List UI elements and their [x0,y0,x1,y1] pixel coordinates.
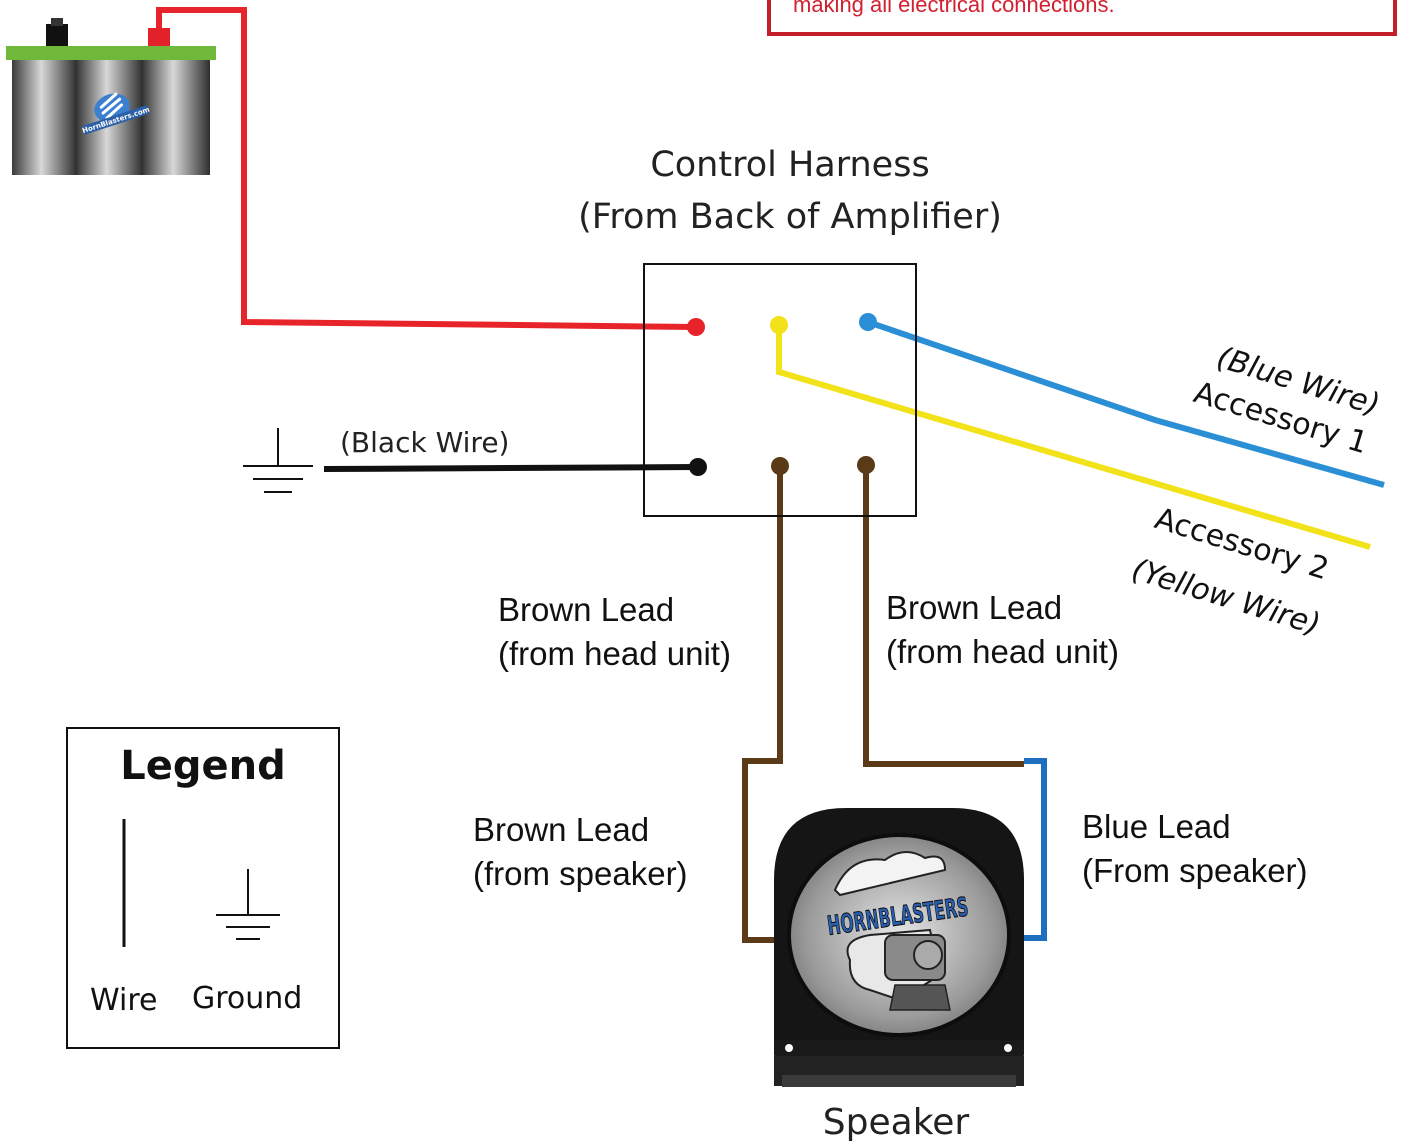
black-wire [323,464,699,472]
brown-lead-left [742,465,783,943]
legend-ground-icon [216,869,280,940]
legend-ground-label: Ground [192,981,303,1016]
brown-lead-head-left-line2: (from head unit) [498,635,731,672]
brown-lead-speaker-line2: (from speaker) [473,855,688,892]
speaker-mount-edge [782,1075,1016,1087]
battery-negative-cap [51,18,63,26]
black-wire-label: (Black Wire) [340,426,509,459]
brown-lead-head-right-line1: Brown Lead [886,589,1063,626]
harness-title-line2: (From Back of Amplifier) [578,197,1002,237]
warning-note: making all electrical connections. [767,0,1397,36]
speaker: HORNBLASTERS [774,808,1024,1087]
legend-title: Legend [120,743,286,789]
red-wire [156,7,697,330]
harness-pin-red [687,318,705,336]
yellow-wire [776,326,1371,550]
harness-pin-brown-left [771,457,789,475]
brown-lead-head-right-label: Brown Lead (from head unit) [886,586,1119,674]
brown-lead-speaker-label: Brown Lead (from speaker) [473,808,688,896]
harness-pin-black [689,458,707,476]
harness-pin-yellow [770,316,788,334]
battery-negative-terminal [46,24,68,48]
brown-lead-right [863,465,1024,767]
speaker-screw-right [1004,1044,1012,1052]
blue-wire [867,319,1385,488]
battery-cell-1 [12,60,77,175]
battery-lid [6,46,216,60]
battery-positive-terminal [148,28,170,48]
legend-wire-label: Wire [90,983,158,1018]
brown-lead-head-left-label: Brown Lead (from head unit) [498,588,731,676]
legend-symbols [122,819,280,947]
brown-lead-head-left-line1: Brown Lead [498,591,675,628]
speaker-screw-left [785,1044,793,1052]
speaker-label: Speaker [823,1102,970,1141]
brown-lead-speaker-line1: Brown Lead [473,811,650,848]
battery: HornBlasters.com [6,18,216,175]
harness-pin-brown-right [857,456,875,474]
harness-pin-blue [859,313,877,331]
legend: Legend Wire Ground [66,727,340,1049]
blue-lead-speaker-line2: (From speaker) [1082,852,1308,889]
battery-cell-3 [143,60,210,175]
harness-title-line1: Control Harness [650,145,929,185]
blue-lead-speaker-line1: Blue Lead [1082,808,1231,845]
control-harness-box [643,263,917,517]
ground-icon [243,428,313,493]
brown-lead-head-right-line2: (from head unit) [886,633,1119,670]
blue-lead [1020,758,1047,941]
blue-lead-speaker-label: Blue Lead (From speaker) [1082,805,1308,893]
warning-text: making all electrical connections. [793,0,1115,17]
